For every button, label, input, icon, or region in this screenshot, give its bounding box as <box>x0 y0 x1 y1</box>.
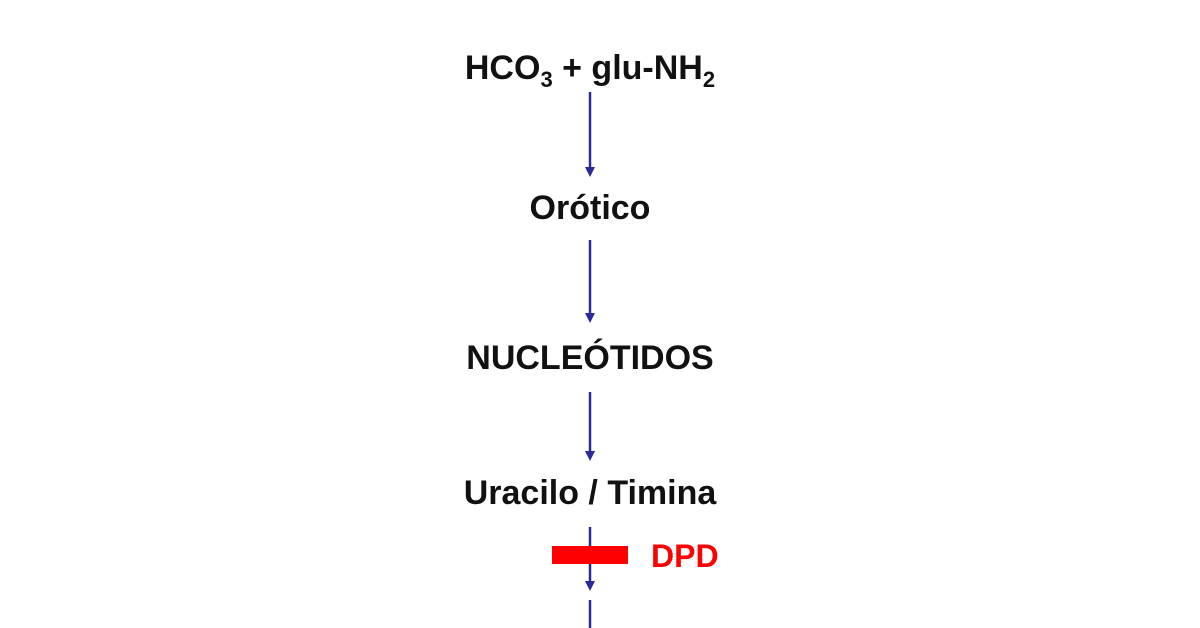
node-uracilo-timina: Uracilo / Timina <box>463 474 717 512</box>
hco-text: HCO <box>464 49 541 87</box>
hco-subscript: 3 <box>540 67 553 92</box>
node-nucleotidos: NUCLEÓTIDOS <box>466 339 714 377</box>
node-orotico: Orótico <box>529 189 651 227</box>
inhibition-bar <box>552 546 628 564</box>
node-substrates: HCO3 + glu-NH2 <box>0 48 1180 91</box>
dpd-label: DPD <box>651 538 719 574</box>
glu-nh-text: + glu-NH <box>552 49 703 87</box>
nh-subscript: 2 <box>702 67 716 92</box>
